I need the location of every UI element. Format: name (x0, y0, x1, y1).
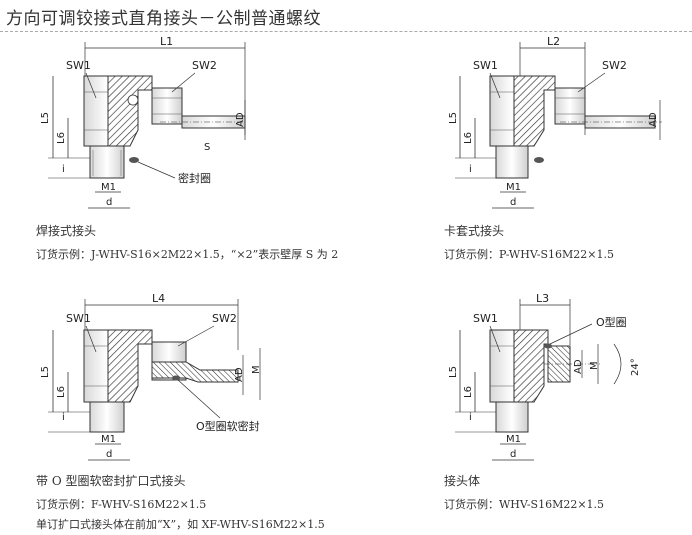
caption-welded: 焊接式接头 (36, 224, 97, 238)
title-divider (0, 31, 692, 33)
sw2-nut (151, 87, 183, 125)
banjo-section-4 (513, 329, 549, 403)
l3-label: L3 (536, 292, 549, 305)
d-label-3: d (106, 449, 112, 460)
l5-label-4: L5 (448, 366, 459, 378)
banjo-section-2 (513, 75, 556, 147)
d-label-2: d (510, 197, 516, 208)
figure-flared-oring: L4 O型圈软密封 SW1 SW2 L5 L6 i M1 d AD M (40, 292, 262, 461)
order-body: 订货示例：WHV-S16M22×1.5 (444, 498, 605, 511)
page-title: 方向可调铰接式直角接头－公制普通螺纹 (6, 9, 321, 29)
seal-note-1: 密封圈 (178, 171, 211, 185)
order-welded: 订货示例：J-WHV-S16×2M22×1.5，“×2”表示壁厚 S 为 2 (36, 248, 339, 261)
seal-ring (129, 157, 139, 163)
ad-label-4: AD (573, 359, 584, 374)
ad-label-2: AD (648, 112, 659, 127)
m1-label-3: M1 (101, 434, 116, 445)
sw1-label-4: SW1 (473, 312, 498, 325)
sw2-nut-2 (554, 87, 586, 125)
l2-label: L2 (547, 35, 560, 48)
l6-label-1: L6 (56, 132, 67, 144)
ad-label-3: AD (234, 367, 245, 382)
oring-4 (544, 343, 552, 349)
thread-stud-2 (495, 145, 529, 179)
thread-stud-3 (89, 401, 125, 433)
m1-label-1: M1 (101, 182, 116, 193)
sw1-label-1: SW1 (66, 59, 91, 72)
figure-welded: L1 密封圈 SW1 SW2 L5 L6 i (40, 35, 246, 209)
figure-ferrule: L2 SW1 SW2 L5 L6 i M1 d AD (448, 35, 662, 209)
m1-label-2: M1 (506, 182, 521, 193)
l5-label-1: L5 (40, 112, 51, 124)
d-label-1: d (106, 197, 112, 208)
i-label-3: i (62, 412, 65, 423)
order-ferrule: 订货示例：P-WHV-S16M22×1.5 (444, 248, 614, 261)
l4-label: L4 (152, 292, 165, 305)
l5-label-2: L5 (448, 112, 459, 124)
i-label-2: i (469, 164, 472, 175)
oring-3 (172, 375, 180, 381)
l1-label: L1 (160, 35, 173, 48)
thread-stud (89, 145, 125, 179)
order-flared-note: 单订扩口式接头体在前加“X”，如 XF-WHV-S16M22×1.5 (36, 518, 325, 531)
d-label-4: d (510, 449, 516, 460)
sw2-label-2: SW2 (602, 59, 627, 72)
caption-body: 接头体 (444, 474, 481, 488)
s-label-1: S (204, 142, 210, 153)
l6-label-4: L6 (463, 386, 474, 398)
l5-label-3: L5 (40, 366, 51, 378)
figure-body: L3 O型圈 SW1 L5 L6 i M1 d AD M 24° (448, 292, 641, 461)
caption-ferrule: 卡套式接头 (444, 224, 505, 238)
i-label-4: i (469, 412, 472, 423)
caption-flared: 带 O 型圈软密封扩口式接头 (36, 474, 186, 488)
seal-note-3: O型圈软密封 (196, 419, 260, 433)
sw1-label-3: SW1 (66, 312, 91, 325)
m-label-3: M (251, 365, 262, 374)
m1-label-4: M1 (506, 434, 521, 445)
order-flared: 订货示例：F-WHV-S16M22×1.5 (36, 498, 207, 511)
m-label-4: M (589, 361, 600, 370)
banjo-section-3 (107, 329, 153, 403)
l6-label-3: L6 (56, 386, 67, 398)
sw2-label-1: SW2 (192, 59, 217, 72)
sw2-label-3: SW2 (212, 312, 237, 325)
oring-note-4: O型圈 (596, 315, 627, 329)
angle-label-4: 24° (630, 358, 641, 376)
ad-label-1: AD (235, 112, 246, 127)
thread-stud-4 (495, 401, 529, 433)
sw1-label-2: SW1 (473, 59, 498, 72)
l6-label-2: L6 (463, 132, 474, 144)
i-label-1: i (62, 164, 65, 175)
banjo-section (107, 75, 153, 147)
